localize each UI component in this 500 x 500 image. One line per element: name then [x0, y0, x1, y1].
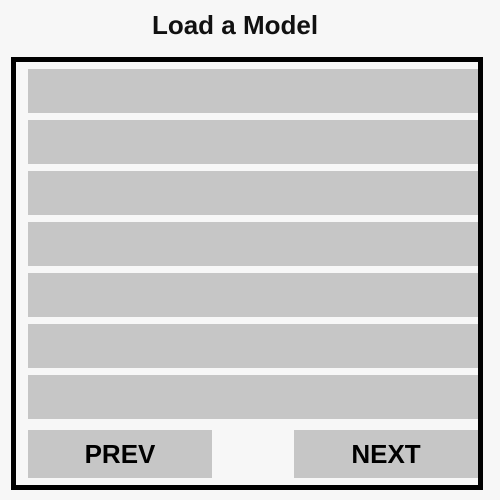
next-button[interactable]: NEXT — [294, 430, 478, 478]
prev-button[interactable]: PREV — [28, 430, 212, 478]
model-slot-4[interactable] — [28, 222, 478, 266]
model-slot-6[interactable] — [28, 324, 478, 368]
model-slot-5[interactable] — [28, 273, 478, 317]
model-slot-7[interactable] — [28, 375, 478, 419]
page-title: Load a Model — [151, 10, 319, 40]
model-slot-2[interactable] — [28, 120, 478, 164]
model-slot-3[interactable] — [28, 171, 478, 215]
model-list-panel: PREV NEXT — [11, 57, 483, 490]
model-slot-1[interactable] — [28, 69, 478, 113]
